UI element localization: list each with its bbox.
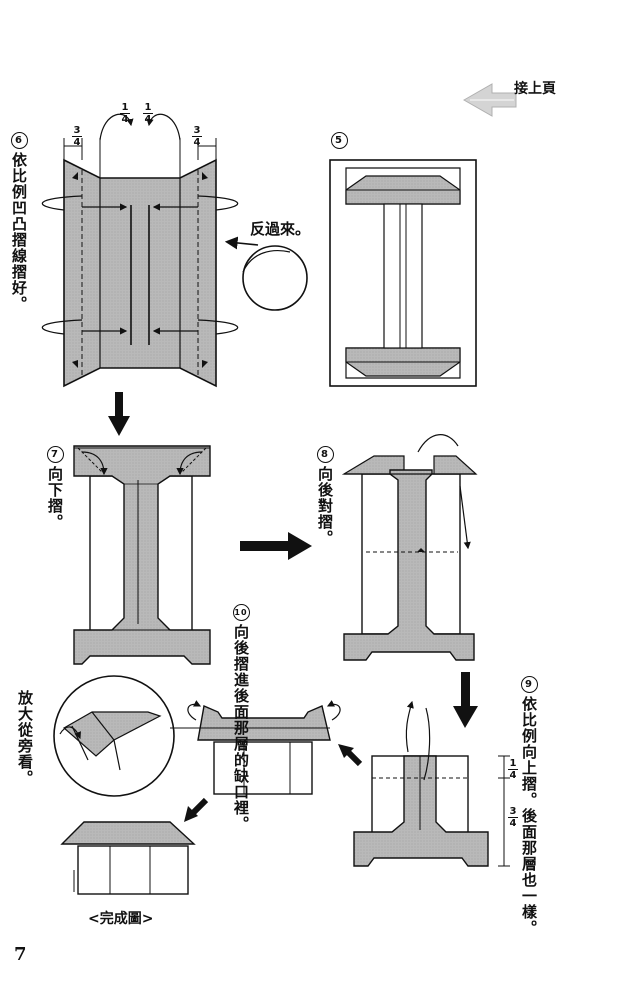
- step6-number: 6: [10, 132, 28, 149]
- step7-number: 7: [46, 446, 64, 463]
- zoom-text: 放大從旁看。: [16, 690, 34, 786]
- step7-text: 向下摺。: [46, 466, 64, 530]
- final-model: [60, 821, 196, 895]
- step9-text-a: 依比例向上摺。: [520, 696, 538, 808]
- step8-diagram: [341, 434, 478, 661]
- arrow-10-to-final: [184, 797, 209, 822]
- step5-label: 5: [330, 132, 348, 152]
- final-label: <完成圖>: [88, 911, 154, 927]
- fraction-numerator: 3: [193, 125, 201, 136]
- step10-diagram: [187, 700, 341, 795]
- step7-diagram: [73, 445, 211, 665]
- step10-number: 10: [232, 604, 250, 621]
- fraction-denominator: 4: [509, 770, 517, 782]
- step5-note: 反過來。: [250, 220, 311, 238]
- page-number: 7: [14, 944, 27, 965]
- fraction-denominator: 4: [509, 818, 517, 830]
- fraction-denominator: 4: [73, 137, 81, 149]
- fraction-3-4-step9: 3 4: [508, 806, 518, 829]
- step5-number: 5: [330, 132, 348, 149]
- fraction-1-4-right: 1 4: [143, 102, 153, 125]
- step8-label: 8 向後對摺。: [316, 446, 334, 546]
- fraction-bar: [508, 769, 518, 771]
- step9-text-b: 後面那層也一樣。: [520, 808, 538, 936]
- fraction-numerator: 3: [509, 806, 517, 817]
- zoom-detail: [53, 675, 198, 797]
- step9-number: 9: [520, 676, 538, 693]
- fraction-1-4-step9: 1 4: [508, 758, 518, 781]
- fraction-denominator: 4: [144, 114, 152, 126]
- fraction-bar: [508, 817, 518, 819]
- fraction-numerator: 3: [73, 125, 81, 136]
- arrow-6-to-7: [108, 392, 130, 436]
- step8-text: 向後對摺。: [316, 466, 334, 546]
- step8-number: 8: [316, 446, 334, 463]
- fraction-bar: [72, 136, 82, 138]
- step6-label: 6 依比例凹凸摺線摺好。: [10, 132, 28, 312]
- fraction-numerator: 1: [509, 758, 517, 769]
- step10-text-b: 那層的缺口裡。: [232, 720, 250, 832]
- fraction-bar: [120, 113, 130, 115]
- step5-diagram: [329, 159, 477, 387]
- step10-text-a: 向後摺進後面: [232, 624, 250, 720]
- fraction-denominator: 4: [193, 137, 201, 149]
- arrow-9-to-10: [338, 744, 363, 767]
- arrow-7-to-8: [240, 532, 312, 560]
- step6-text: 依比例凹凸摺線摺好。: [10, 152, 28, 312]
- fraction-3-4-left: 3 4: [72, 125, 82, 148]
- fraction-3-4-right: 3 4: [192, 125, 202, 148]
- turn-over-symbol: [224, 236, 308, 311]
- fraction-numerator: 1: [144, 102, 152, 113]
- arrow-8-to-9: [453, 672, 478, 728]
- fraction-bar: [143, 113, 153, 115]
- continue-arrow: [462, 83, 517, 117]
- step6-diagram: [41, 113, 239, 388]
- step7-label: 7 向下摺。: [46, 446, 64, 530]
- step9-diagram: [353, 700, 510, 867]
- fraction-bar: [192, 136, 202, 138]
- fraction-numerator: 1: [121, 102, 129, 113]
- fraction-denominator: 4: [121, 114, 129, 126]
- fraction-1-4-left: 1 4: [120, 102, 130, 125]
- step9-label: 9 依比例向上摺。後面那層也一樣。: [520, 676, 538, 936]
- step10-label: 10 向後摺進後面那層的缺口裡。: [232, 604, 250, 832]
- continue-label: 接上頁: [514, 81, 556, 97]
